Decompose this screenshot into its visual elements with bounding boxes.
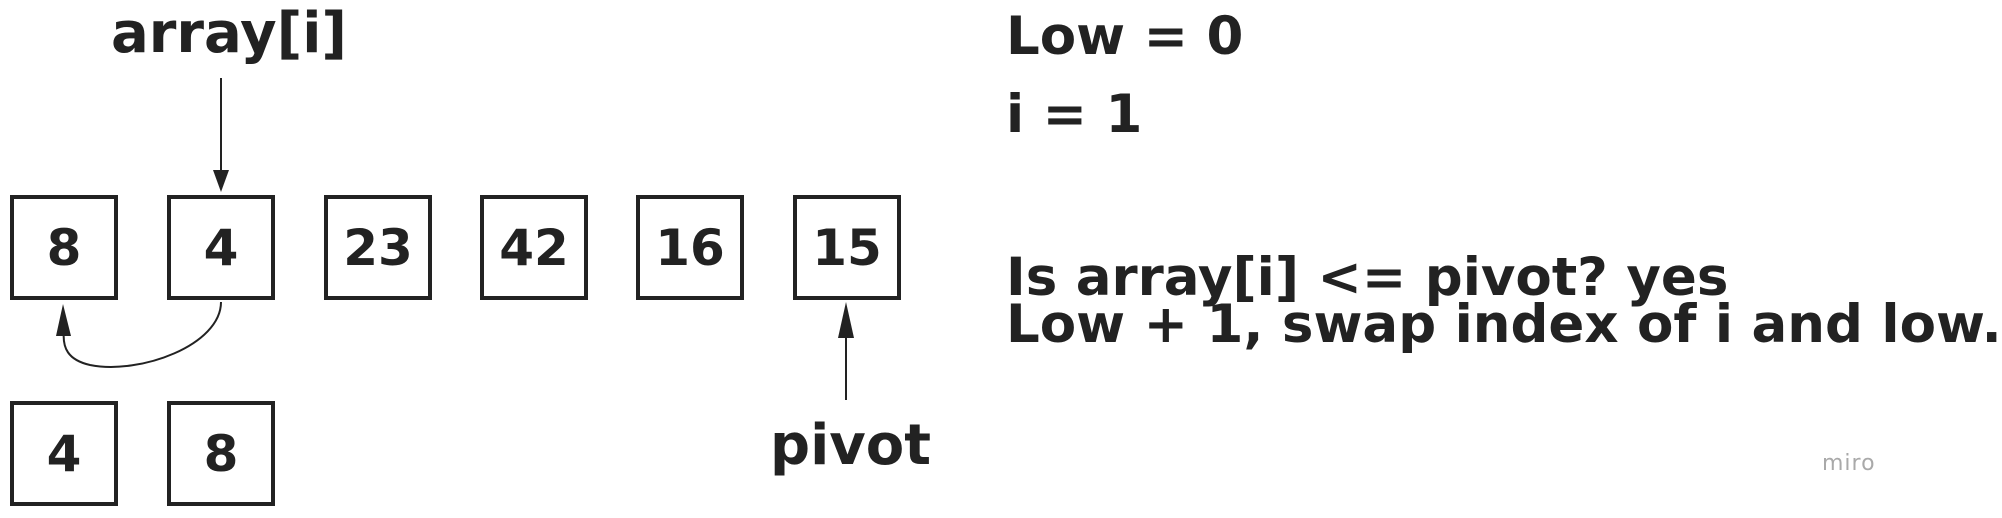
pivot-pointer-arrow <box>838 302 854 400</box>
swap-curve-arrow <box>56 301 222 368</box>
swapped-cell-0: 4 <box>10 401 118 506</box>
array-cell-3: 42 <box>480 195 588 300</box>
array-cell-2: 23 <box>324 195 432 300</box>
comparison-text: Is array[i] <= pivot? yes <box>1006 247 1729 308</box>
action-text: Low + 1, swap index of i and low. <box>1006 294 2002 355</box>
array-i-label: array[i] <box>111 1 347 66</box>
arrows-layer <box>56 78 854 400</box>
array-cell-4: 16 <box>636 195 744 300</box>
miro-watermark: miro <box>1822 451 1876 476</box>
diagram-canvas: array[i] 8 4 23 42 16 15 4 8 pivot Low =… <box>10 1 2002 506</box>
array-i-pointer-arrow <box>213 78 229 192</box>
array-cell-1: 4 <box>167 195 275 300</box>
i-value-text: i = 1 <box>1006 84 1143 145</box>
pivot-label: pivot <box>770 413 932 478</box>
array-cell-0: 8 <box>10 195 118 300</box>
array-cell-5-pivot: 15 <box>793 195 901 300</box>
swapped-cell-1: 8 <box>167 401 275 506</box>
low-value-text: Low = 0 <box>1006 6 1244 67</box>
